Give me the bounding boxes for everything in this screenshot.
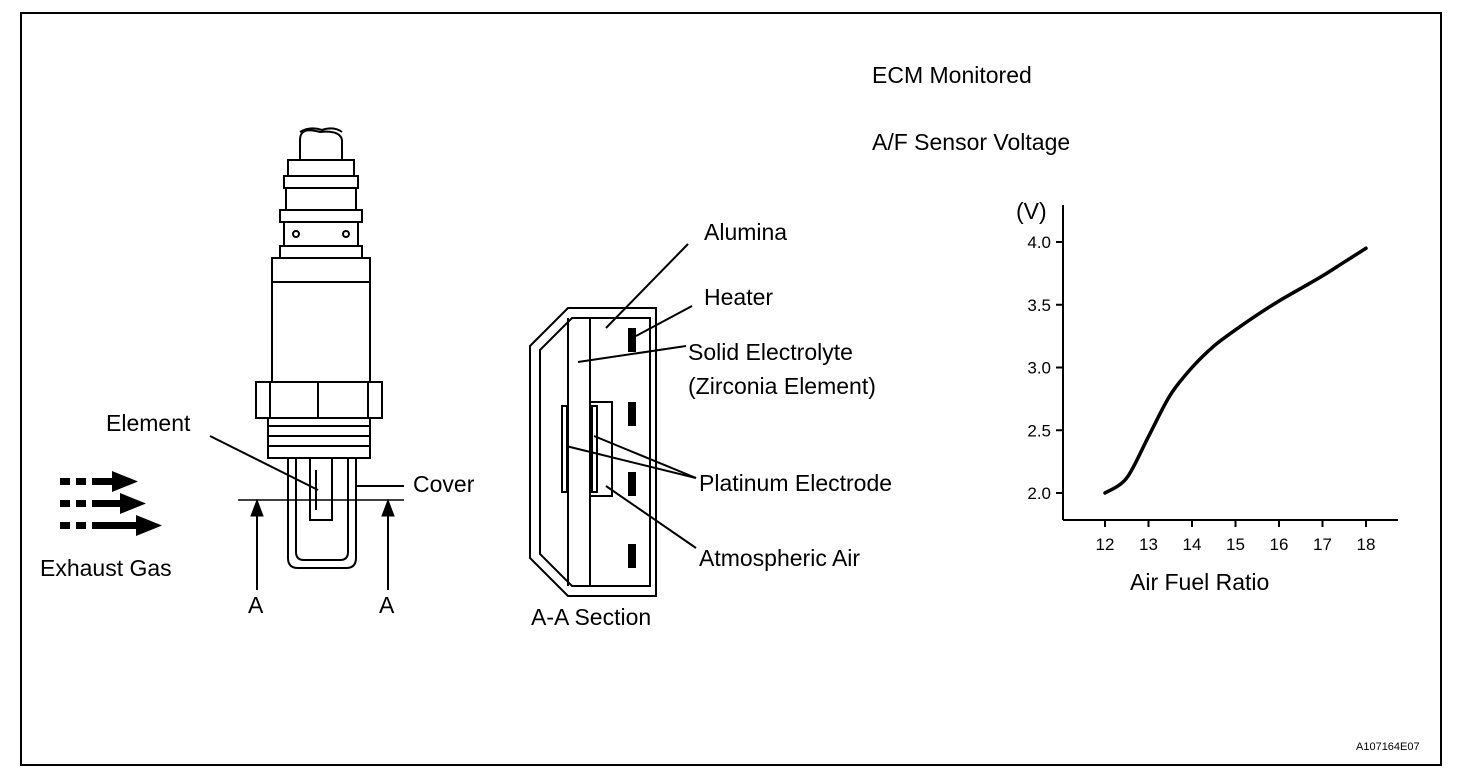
- oxygen-sensor-drawing: [255, 127, 383, 569]
- zirconia-element-label: (Zirconia Element): [688, 373, 876, 399]
- header-line-2: A/F Sensor Voltage: [872, 129, 1071, 155]
- chart-y-axis-label: (V): [1016, 198, 1047, 224]
- chart-y-tick-label: 3.5: [1027, 296, 1051, 315]
- section-marker-left: A: [248, 592, 264, 618]
- chart-x-axis-label: Air Fuel Ratio: [1130, 569, 1270, 595]
- chart-x-tick-label: 13: [1139, 535, 1158, 554]
- exhaust-gas-arrows: [60, 471, 162, 536]
- chart-y-tick-label: 4.0: [1027, 233, 1051, 252]
- chart-x-tick-label: 15: [1226, 535, 1245, 554]
- chart-ticks: [1056, 241, 1367, 527]
- figure-frame: [20, 12, 1442, 766]
- platinum-electrode-label: Platinum Electrode: [699, 470, 893, 496]
- cover-label: Cover: [413, 471, 475, 497]
- chart-axes: [1062, 205, 1398, 521]
- section-marker-right: A: [379, 592, 395, 618]
- chart-series-line: [1103, 246, 1368, 495]
- chart-y-tick-label: 3.0: [1027, 359, 1051, 378]
- exhaust-gas-label: Exhaust Gas: [40, 555, 172, 581]
- chart-x-tick-label: 17: [1313, 535, 1332, 554]
- chart-y-tick-label: 2.0: [1027, 484, 1051, 503]
- chart-x-tick-label: 12: [1096, 535, 1115, 554]
- figure-id: A107164E07: [1356, 741, 1420, 753]
- section-title: A-A Section: [531, 604, 652, 630]
- chart-y-tick-label: 2.5: [1027, 421, 1051, 440]
- solid-electrolyte-label: Solid Electrolyte: [688, 339, 853, 365]
- chart-x-tick-label: 14: [1183, 535, 1202, 554]
- heater-elements: [628, 328, 636, 568]
- section-leaders: [565, 243, 697, 549]
- chart-tick-labels: 12 13 14 15 16 17 18 2.0 2.5 3.0 3.5 4.0: [1027, 233, 1375, 554]
- chart-x-tick-label: 18: [1357, 535, 1376, 554]
- af-voltage-chart: 12 13 14 15 16 17 18 2.0 2.5 3.0 3.5 4.0: [1027, 205, 1398, 554]
- chart-x-tick-label: 16: [1270, 535, 1289, 554]
- element-label: Element: [106, 410, 191, 436]
- alumina-label: Alumina: [704, 219, 788, 245]
- atmospheric-air-label: Atmospheric Air: [699, 545, 861, 571]
- header-line-1: ECM Monitored: [872, 62, 1032, 88]
- section-cut-markers: [209, 435, 404, 590]
- heater-label: Heater: [704, 284, 774, 310]
